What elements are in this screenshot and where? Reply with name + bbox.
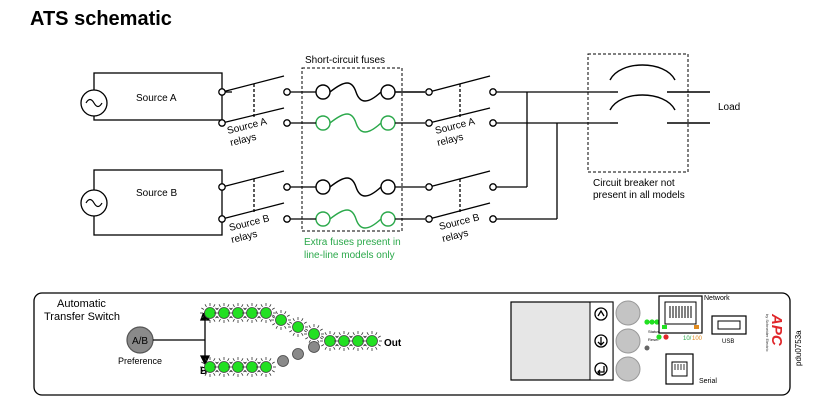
source-b-led-off: [308, 341, 320, 353]
ats-label-line1: Automatic: [57, 298, 106, 310]
source-b-led: [228, 357, 248, 377]
fuse-a1: [315, 82, 425, 102]
link-led-red: [663, 334, 669, 340]
fuses-dashed-box: [301, 67, 403, 232]
fuse-a2-extra: [315, 113, 396, 133]
load-label: Load: [718, 102, 740, 113]
status-port-label: Status: [648, 329, 659, 334]
source-b-label: Source B: [136, 188, 177, 199]
speed-100-label: 100: [692, 336, 703, 342]
page-title: ATS schematic: [30, 8, 172, 30]
output-led: [320, 331, 340, 351]
lcd-side-icons: [594, 307, 608, 376]
source-a-letter: A: [200, 312, 207, 323]
source-b-led: [214, 357, 234, 377]
brand-subtext: by Schneider Electric: [765, 314, 770, 352]
speed-10-label: 10/: [683, 336, 692, 342]
source-b-led: [256, 357, 276, 377]
extra-fuses-note-line1: Extra fuses present in: [304, 237, 401, 248]
right-relays: [428, 75, 610, 220]
network-label: Network: [704, 295, 730, 302]
out-label: Out: [384, 338, 402, 349]
extra-fuses-note-line2: line-line models only: [304, 250, 395, 261]
usb-label: USB: [722, 339, 734, 345]
source-b-led-off: [277, 355, 289, 367]
source-a-led: [256, 303, 276, 323]
output-led-row: [288, 317, 382, 351]
source-b-led-off: [292, 348, 304, 360]
circuit-breaker-dashed-box: [587, 53, 689, 173]
up-button[interactable]: [615, 300, 641, 326]
output-led: [288, 317, 308, 337]
source-b-block: Source B: [80, 169, 223, 236]
ab-button-label: A/B: [132, 336, 148, 347]
status-led-2: [649, 319, 655, 325]
source-b-letter: B: [200, 366, 207, 377]
down-button[interactable]: [615, 328, 641, 354]
serial-label: Serial: [699, 378, 717, 385]
reset-port-label: Reset: [648, 337, 659, 342]
enter-button[interactable]: [615, 356, 641, 382]
short-circuit-fuses-label: Short-circuit fuses: [305, 55, 385, 66]
apc-logo-text: APC: [768, 313, 785, 347]
link-led-green: [656, 334, 662, 340]
ats-label-line2: Transfer Switch: [44, 311, 120, 323]
apc-logo: APC by Schneider Electric: [765, 313, 785, 352]
output-led: [304, 324, 324, 344]
breaker-note-line2: present in all models: [593, 190, 685, 201]
preference-label: Preference: [118, 356, 162, 366]
fuse-b1: [315, 177, 396, 197]
source-b-led-row: [200, 341, 320, 377]
reset-button[interactable]: [644, 345, 650, 351]
circuit-breaker-icon: [609, 64, 710, 124]
source-b-box: [93, 169, 223, 236]
status-led-3: [654, 319, 660, 325]
part-number: pdu0753a: [794, 330, 803, 366]
ab-preference-button[interactable]: A/B: [126, 326, 154, 354]
fuse-b2-extra: [315, 209, 396, 229]
status-led-1: [644, 319, 650, 325]
source-a-block: Source A: [80, 72, 223, 121]
left-relays: [221, 75, 310, 220]
source-a-led-row: [200, 303, 291, 330]
source-a-label: Source A: [136, 93, 177, 104]
output-led: [362, 331, 382, 351]
breaker-note-line1: Circuit breaker not: [593, 178, 675, 189]
source-a-led: [271, 310, 291, 330]
